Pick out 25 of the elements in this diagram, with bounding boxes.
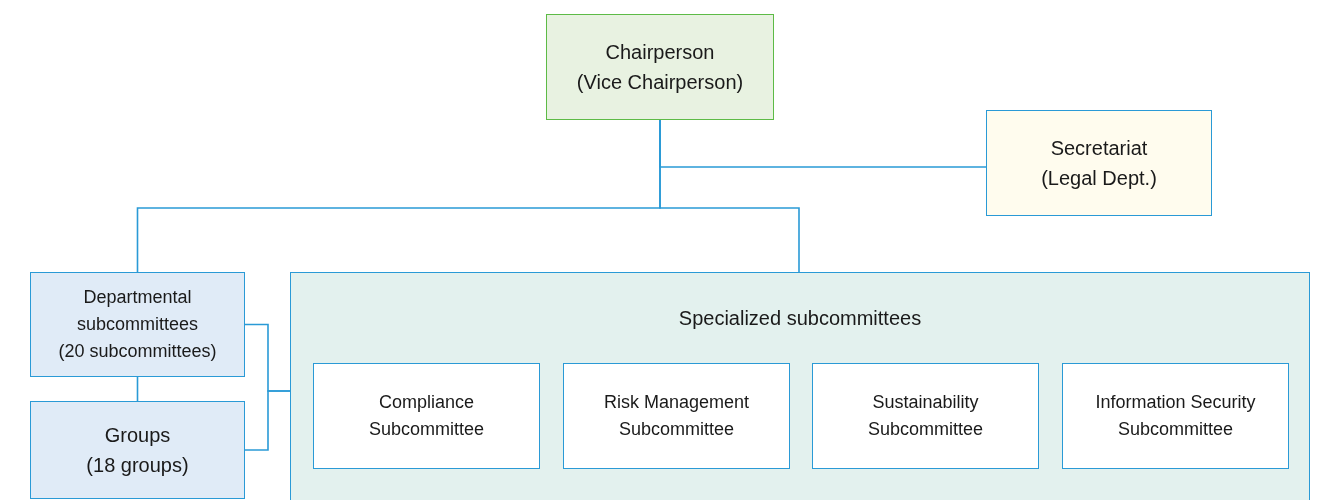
box-label: Groups <box>104 423 171 448</box>
box-label: Departmental subcommittees <box>75 286 199 336</box>
box-label: (18 groups) <box>86 453 189 478</box>
connector-line <box>244 390 291 451</box>
box-label: Sustainability Subcommittee <box>866 391 985 441</box>
org-box <box>563 363 790 469</box>
box-label: Specialized subcommittees <box>678 306 922 331</box>
connector-line <box>659 119 800 273</box>
box-label: (Vice Chairperson) <box>576 70 744 95</box>
org-box <box>313 363 540 469</box>
connector-line <box>136 376 139 402</box>
org-box <box>812 363 1039 469</box>
box-label: (20 subcommittees) <box>58 340 217 363</box>
org-box <box>30 401 245 499</box>
box-label: Chairperson <box>605 40 715 65</box>
org-box <box>546 14 774 120</box>
box-label: Information Security Subcommittee <box>1094 391 1257 441</box>
group-panel <box>290 272 1310 500</box>
org-box <box>986 110 1212 216</box>
box-label: (Legal Dept.) <box>1041 166 1157 191</box>
org-box <box>1062 363 1289 469</box>
box-label: Compliance Subcommittee <box>367 391 486 441</box>
box-label: Secretariat <box>1050 136 1148 161</box>
org-box <box>30 272 245 377</box>
box-label: Risk Management Subcommittee <box>602 391 751 441</box>
